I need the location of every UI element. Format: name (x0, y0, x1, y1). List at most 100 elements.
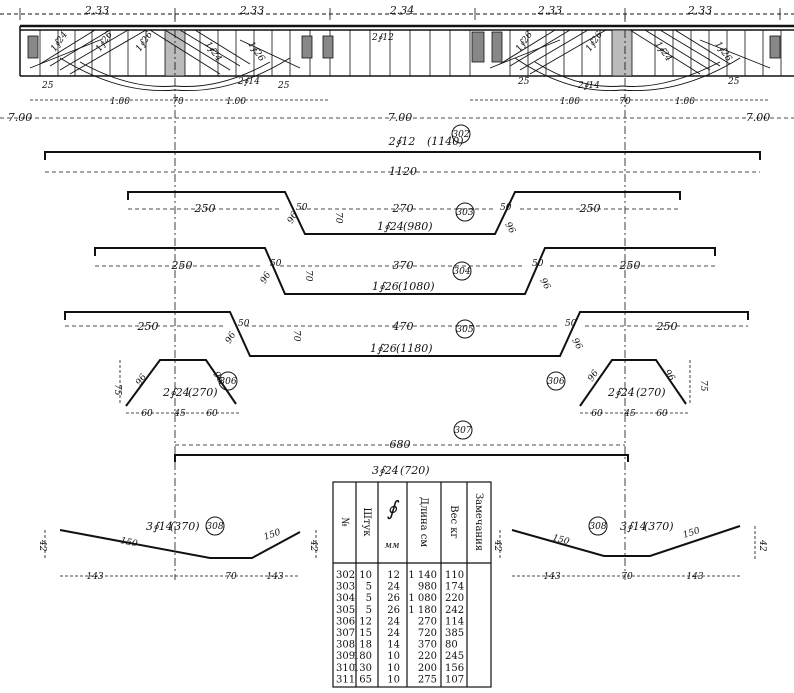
table-cell-dia: 24 (387, 582, 400, 593)
table-cell-count: 10 (359, 570, 372, 581)
bar-306-l-w1: 60 (141, 409, 153, 419)
table-cell-count: 18 (359, 640, 372, 651)
table-cell-dia: 10 (387, 674, 400, 685)
table-cell-weight: 245 (445, 651, 464, 662)
bar-304-number: 304 (453, 267, 470, 277)
table-cell-length: 1 080 (408, 593, 437, 604)
bar-305-left: 250 (137, 320, 159, 333)
bar-304 (94, 247, 716, 295)
table-header-no: № (339, 517, 350, 526)
table-cell-length: 370 (418, 640, 437, 651)
beam-mark-r-100a: 1.00 (560, 97, 580, 107)
bar-307-length: (720) (400, 464, 430, 477)
bar-303 (127, 191, 681, 235)
table-header-count: Штук (361, 507, 372, 537)
beam-mark-l-25b: 25 (277, 81, 290, 91)
table-cell-dia: 10 (387, 651, 400, 662)
beam-mark-l-100a: 1.00 (110, 97, 130, 107)
bar-306-l-number: 306 (219, 377, 236, 387)
table-cell-length: 1 140 (408, 570, 437, 581)
bar-306-l-w3: 60 (206, 409, 218, 419)
bar-305-right: 250 (656, 320, 678, 333)
bar-308-r-w2: 70 (621, 572, 633, 582)
bar-303-left: 250 (194, 202, 216, 215)
bar-308-r-label: 3∮14 (620, 520, 647, 533)
bar-308-r-s1: 150 (551, 533, 570, 547)
top-dim-3: 2.34 (389, 4, 415, 17)
table-cell-count: 12 (359, 616, 372, 627)
bar-308-l-h1: 42 (37, 539, 47, 552)
table-cell-length: 220 (418, 651, 437, 662)
bar-305-mid: 470 (392, 320, 414, 333)
bar-305-d3: 96 (224, 330, 239, 345)
bar-308-r-w1: 143 (543, 572, 560, 582)
bar-305-d5: 96 (569, 337, 584, 352)
beam-mark-l-25a: 25 (41, 81, 54, 91)
bar-303-right: 250 (579, 202, 601, 215)
table-cell-dia: 10 (387, 663, 400, 674)
bar-306-r-slope1: 96 (586, 368, 601, 383)
bar-306-left (119, 359, 240, 414)
bar-308-r-h2: 42 (757, 539, 767, 552)
bar-303-label: 1∮24 (377, 220, 404, 233)
table-cell-no: 308 (336, 640, 355, 651)
table-cell-count: 5 (366, 605, 372, 616)
table-cell-count: 15 (359, 628, 372, 639)
table-cell-dia: 26 (387, 593, 400, 604)
table-header-length: Длина см (418, 497, 429, 548)
bar-302-number: 302 (452, 130, 469, 140)
table-cell-no: 302 (336, 570, 355, 581)
table-cell-no: 310 (336, 663, 355, 674)
axis-lines (174, 14, 626, 580)
bar-302-dim: 1120 (389, 165, 417, 178)
bar-308-l-w2: 70 (225, 572, 237, 582)
beam-bar-mark-3: 1∮26 (134, 30, 155, 54)
bar-306-r-w2: 45 (623, 409, 636, 419)
bar-307-dim: 680 (390, 438, 411, 451)
table-cell-weight: 242 (445, 605, 464, 616)
bar-308-l-label: 3∮14 (146, 520, 173, 533)
beam-mark-l-2f14: 2∮14 (237, 77, 260, 87)
span-dim-right: 7.00 (746, 111, 771, 124)
bar-308-left (44, 516, 317, 577)
top-dim-4: 2.33 (537, 4, 563, 17)
table-cell-weight: 156 (445, 663, 464, 674)
table-cell-length: 270 (418, 616, 437, 627)
table-cell-dia: 14 (387, 640, 400, 651)
bar-308-r-number: 308 (589, 522, 606, 532)
table-cell-count: 65 (359, 674, 372, 685)
beam-mark-r-25a: 25 (517, 77, 530, 87)
top-dim-2: 2.33 (239, 4, 265, 17)
bar-302 (44, 124, 761, 173)
beam-elevation (0, 8, 794, 92)
bar-306-r-number: 306 (547, 377, 564, 387)
table-cell-length: 720 (418, 628, 437, 639)
beam-mark-r-70: 70 (619, 97, 631, 107)
table-cell-length: 200 (418, 663, 437, 674)
beam-bar-mark-6: 2∮12 (371, 33, 394, 43)
bar-304-mid: 370 (393, 259, 414, 272)
table-cell-weight: 385 (445, 628, 464, 639)
table-cell-count: 130 (353, 663, 372, 674)
bar-303-d5: 96 (502, 221, 517, 236)
bar-305 (64, 311, 749, 357)
table-cell-no: 309 (336, 651, 355, 662)
table-cell-dia: 24 (387, 628, 400, 639)
top-dim-1: 2.33 (84, 4, 110, 17)
table-cell-length: 1 180 (408, 605, 437, 616)
bar-306-r-length: (270) (636, 386, 666, 399)
table-cell-dia: 26 (387, 605, 400, 616)
table-cell-weight: 114 (445, 616, 464, 627)
table-cell-no: 311 (336, 674, 355, 685)
table-cell-no: 305 (336, 605, 355, 616)
bar-305-length: (1180) (396, 342, 433, 355)
bar-304-left: 250 (171, 259, 193, 272)
bar-304-label: 1∮26 (372, 280, 399, 293)
table-cell-weight: 80 (445, 640, 458, 651)
bar-308-l-length: (370) (170, 520, 200, 533)
bar-305-number: 305 (456, 325, 473, 335)
bar-304-length: (1080) (398, 280, 435, 293)
bar-307-label: 3∮24 (372, 464, 399, 477)
bar-303-d4: 50 (500, 203, 512, 213)
